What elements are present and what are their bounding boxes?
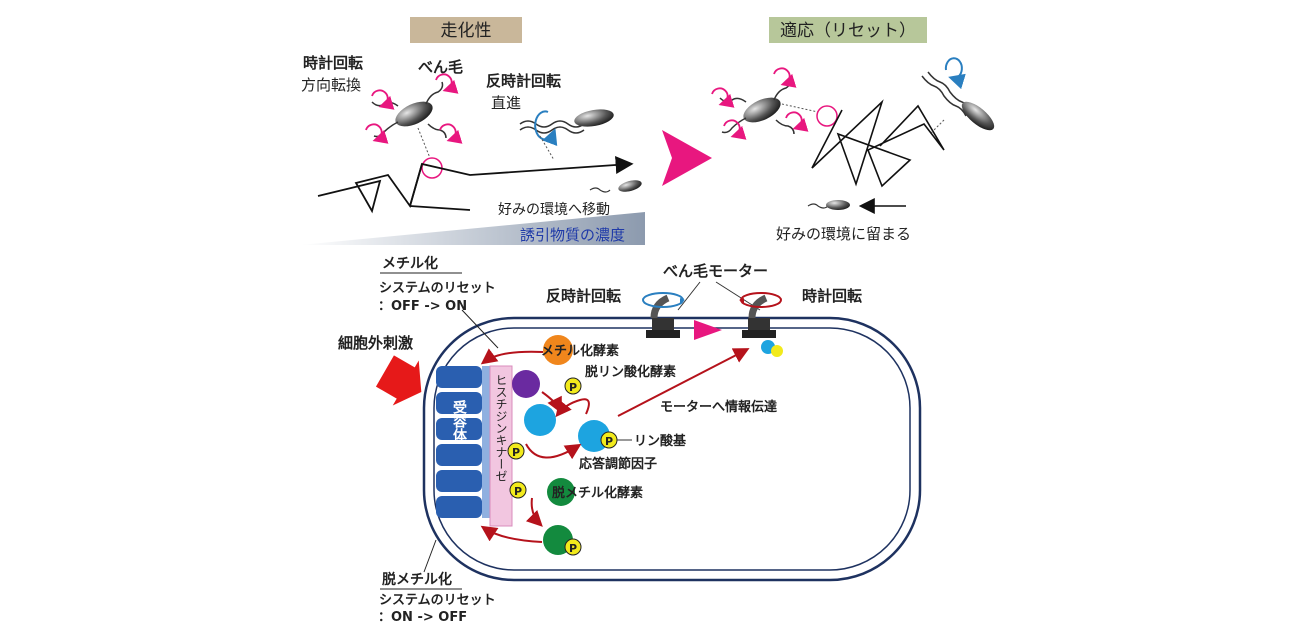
methylesterase-phosphate: P <box>564 538 582 556</box>
reset-off-on-label: ：OFF -> ON <box>378 299 467 314</box>
signal-to-motor-label: モーターへ情報伝達 <box>660 399 777 415</box>
system-reset-label-bottom: システムのリセット <box>379 593 496 608</box>
swimming-bacterium-icon <box>519 109 614 147</box>
kinase-phosphate-1: P <box>507 442 525 460</box>
chemotaxis-title-box <box>410 17 522 43</box>
adaptation-title: 適応（リセット） <box>780 21 916 41</box>
methylesterase-label: 脱メチル化酵素 <box>552 485 643 501</box>
swimming-bacterium-right-icon <box>921 57 995 131</box>
histidine-kinase-label: ヒスチジンキナーゼ <box>494 374 508 482</box>
reset-on-off-label: ：ON -> OFF <box>378 610 467 625</box>
kinase-phosphate-2: P <box>509 481 527 499</box>
flagellum-label: べん毛 <box>418 58 463 76</box>
phosphate-group-label: リン酸基 <box>634 433 687 449</box>
tumbling-bacterium-icon <box>365 73 463 144</box>
adaptation-title-box <box>769 17 927 43</box>
small-bacterium-right-icon <box>807 200 850 210</box>
cw-rotation-label: 時計回転 <box>303 54 363 72</box>
cw-motor-icon <box>739 292 782 338</box>
extracellular-stimulus-label: 細胞外刺激 <box>338 334 414 352</box>
stimulus-arrow <box>375 355 422 406</box>
svg-text:P: P <box>569 381 577 394</box>
ccw-rotation-motor-label: 反時計回転 <box>546 287 621 305</box>
phosphatase-node <box>512 370 540 398</box>
stay-in-preferred-label: 好みの環境に留まる <box>776 225 911 243</box>
tumble-point-marker-right <box>816 105 838 127</box>
receptor-label: 受容体 <box>451 399 468 443</box>
methyltransferase-node <box>543 335 573 365</box>
chemotaxis-trajectory <box>317 156 634 214</box>
phosphatase-label: 脱リン酸化酵素 <box>585 364 676 380</box>
ccw-rotation-label: 反時計回転 <box>486 72 561 90</box>
svg-text:P: P <box>605 435 613 448</box>
demethylation-label: 脱メチル化 <box>382 571 452 588</box>
flagellar-motor-label: べん毛モーター <box>663 262 768 280</box>
concentration-gradient <box>300 212 645 245</box>
signal-to-motor-arrow <box>617 348 750 417</box>
svg-text:P: P <box>569 542 577 555</box>
concentration-label: 誘引物質の濃度 <box>520 226 625 244</box>
methylesterase-node <box>547 478 575 506</box>
svg-text:P: P <box>514 485 522 498</box>
chemotaxis-title: 走化性 <box>441 21 492 41</box>
straight-label: 直進 <box>491 94 521 112</box>
response-regulator-label: 応答調節因子 <box>579 456 657 472</box>
methylation-label: メチル化 <box>382 255 438 272</box>
transition-arrow <box>662 130 712 186</box>
move-to-preferred-label: 好みの環境へ移動 <box>498 202 610 218</box>
motor-switch-arrow <box>694 320 722 340</box>
system-reset-label-top: システムのリセット <box>379 281 496 296</box>
tumbling-bacterium-right-icon <box>711 67 809 140</box>
direction-change-label: 方向転換 <box>301 76 361 94</box>
methyltransferase-label: メチル化酵素 <box>541 343 619 359</box>
phosphatase-phosphate: P <box>564 377 582 395</box>
svg-text:P: P <box>512 446 520 459</box>
receptor-complex <box>436 366 490 518</box>
regulator-node-left <box>524 404 556 436</box>
adaptation-trajectory <box>811 99 945 188</box>
regulator-phosphate: P <box>600 431 618 449</box>
phosphate-at-motor <box>771 345 783 357</box>
small-bacterium-icon <box>589 180 642 193</box>
ccw-motor-icon <box>642 292 685 338</box>
cw-rotation-motor-label: 時計回転 <box>802 287 862 305</box>
